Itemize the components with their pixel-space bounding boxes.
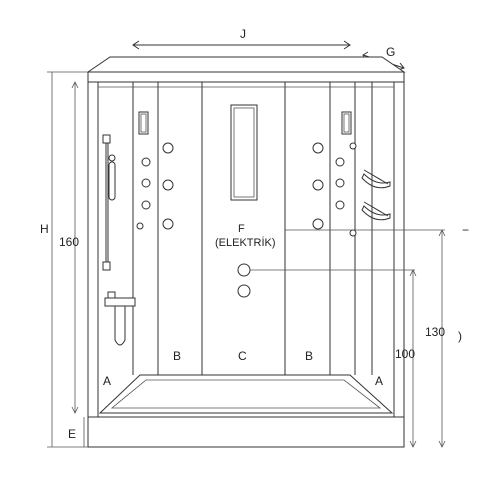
right-jets <box>312 142 357 237</box>
electric-letter: F <box>238 223 245 235</box>
side-label-left: A <box>103 374 111 388</box>
right-mark-2: ) <box>458 329 462 343</box>
left-light-strip <box>138 111 149 135</box>
cabin-height-dimension: 160 <box>59 81 79 414</box>
inlet-height-label-1: 130 <box>425 325 445 339</box>
width-dimension: J <box>132 27 351 50</box>
mixer-tap <box>104 291 136 346</box>
shelves <box>361 169 391 221</box>
center-column: F (ELEKTRİK) <box>215 104 276 298</box>
inlet-height-label-2: 100 <box>395 347 415 361</box>
left-jets <box>136 142 174 230</box>
center-label: C <box>238 349 247 363</box>
base-dimension: E <box>68 417 85 447</box>
electric-name: (ELEKTRİK) <box>215 236 276 249</box>
base-label: E <box>68 427 76 441</box>
panel-label-left: B <box>173 349 181 363</box>
cabin-roof <box>86 56 406 83</box>
width-label: J <box>240 27 246 41</box>
right-light-strip <box>341 111 352 135</box>
height-label: H <box>40 222 49 236</box>
inlet-height-dimension-1: 130 <box>425 229 446 448</box>
height-dimension: H <box>40 71 88 448</box>
depth-label: G <box>386 45 395 59</box>
panel-label-right: B <box>305 349 313 363</box>
control-knob-upper <box>237 263 251 277</box>
right-mark: − <box>462 223 469 237</box>
control-knob-lower <box>237 284 251 298</box>
inlet-leader-lines <box>250 229 445 271</box>
hand-shower-rail <box>102 134 116 271</box>
inlet-height-dimension-2: 100 <box>395 269 417 448</box>
side-label-right: A <box>375 374 383 388</box>
cabin-height-label: 160 <box>59 235 79 249</box>
shower-tray <box>87 374 405 448</box>
